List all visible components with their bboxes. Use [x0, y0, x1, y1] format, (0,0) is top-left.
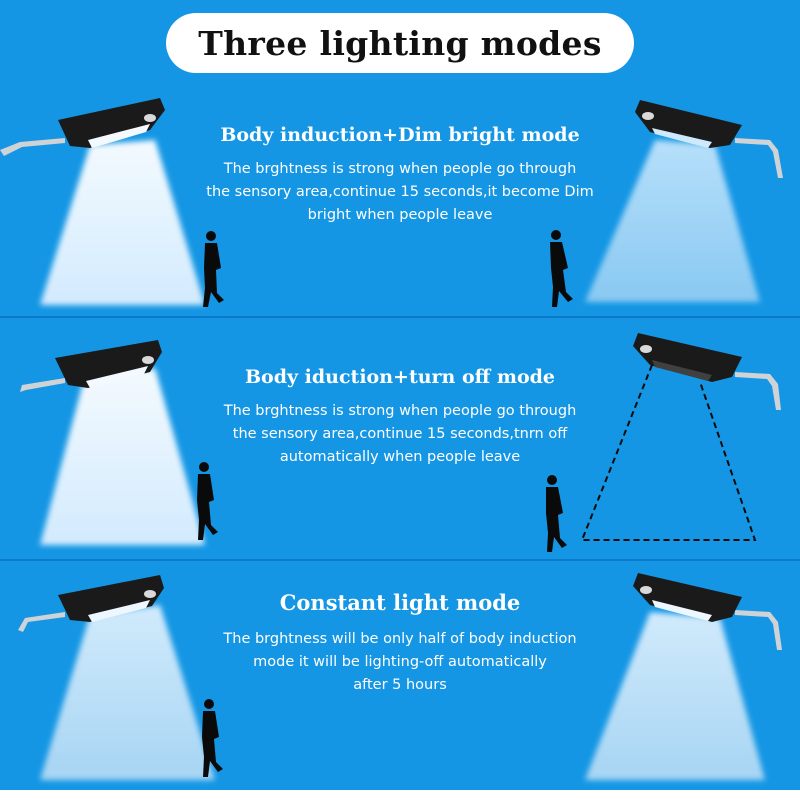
walking-person-icon [202, 699, 223, 777]
description-line: the sensory area,continue 15 seconds,it … [206, 184, 594, 200]
description-line: the sensory area,continue 15 seconds,tnr… [232, 426, 568, 442]
lamp-arm [18, 612, 65, 632]
lamp-arm [735, 138, 783, 178]
section-divider [0, 316, 800, 318]
mode-description: The brghtness is strong when people go t… [190, 400, 610, 469]
street-lamp-icon [55, 340, 162, 388]
street-lamp-icon [58, 98, 165, 148]
street-lamp-icon [635, 100, 742, 148]
bright-light-beam [40, 368, 205, 545]
bright-light-beam [40, 140, 205, 305]
street-lamp-icon [58, 575, 164, 622]
mode-title: Body iduction+turn off mode [244, 366, 556, 388]
walking-person-icon [197, 462, 218, 540]
description-line: The brghtness will be only half of body … [223, 631, 577, 647]
description-line: The brghtness is strong when people go t… [223, 403, 577, 419]
mode-title: Body induction+Dim bright mode [220, 124, 580, 146]
description-line: The brghtness is strong when people go t… [223, 161, 577, 177]
street-lamp-icon [633, 573, 742, 622]
description-line: after 5 hours [353, 677, 447, 693]
street-lamp-icon [633, 333, 742, 382]
lamp-arm [20, 378, 65, 392]
half-light-beam [40, 605, 215, 780]
lamp-arm [0, 138, 65, 156]
walking-person-icon [546, 475, 567, 552]
page-title: Three lighting modes [166, 13, 634, 73]
description-line: automatically when people leave [279, 449, 521, 465]
lamp-arm [735, 610, 782, 650]
half-light-beam [585, 612, 765, 780]
mode-description: The brghtness is strong when people go t… [190, 158, 610, 227]
mode-title: Constant light mode [279, 590, 521, 615]
description-line: bright when people leave [307, 207, 493, 223]
description-line: mode it will be lighting-off automatical… [253, 654, 547, 670]
dashed-light-outline [580, 364, 757, 541]
lamp-arm [735, 372, 781, 410]
walking-person-icon [203, 231, 224, 307]
section-divider [0, 559, 800, 561]
dim-light-beam [585, 140, 760, 302]
mode-description: The brghtness will be only half of body … [190, 628, 610, 697]
walking-person-icon [550, 230, 573, 307]
